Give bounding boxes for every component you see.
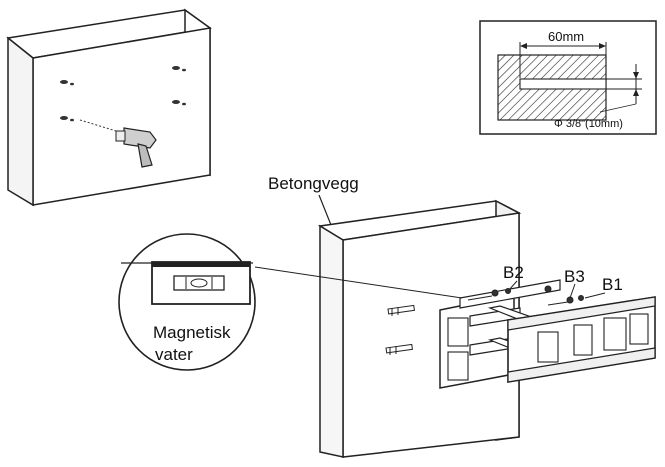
mounting-wall-panel: Betongvegg: [268, 174, 656, 458]
drill-depth-detail-panel: 60mm Φ 3/8"(10mm): [479, 20, 657, 135]
diameter-dimension-label: Φ 3/8"(10mm): [554, 118, 623, 130]
level-icon: [151, 261, 251, 305]
level-label-line2: vater: [155, 345, 193, 364]
wall-plate: [439, 279, 561, 389]
part-label-b3: B3: [564, 267, 585, 286]
wall-label: Betongvegg: [268, 174, 359, 193]
level-label-line1: Magnetisk: [153, 323, 231, 342]
part-label-b1: B1: [602, 275, 623, 294]
mounting-bolts: [467, 285, 584, 306]
wall-anchors: [385, 304, 416, 355]
tv-bracket: [507, 296, 656, 383]
pilot-holes: [60, 66, 186, 122]
depth-dimension-label: 60mm: [548, 29, 584, 44]
drill-icon: [79, 119, 157, 168]
part-label-b2: B2: [503, 263, 524, 282]
magnetic-level-callout: Magnetisk vater: [118, 233, 463, 371]
drilling-wall-panel: [6, 8, 212, 207]
